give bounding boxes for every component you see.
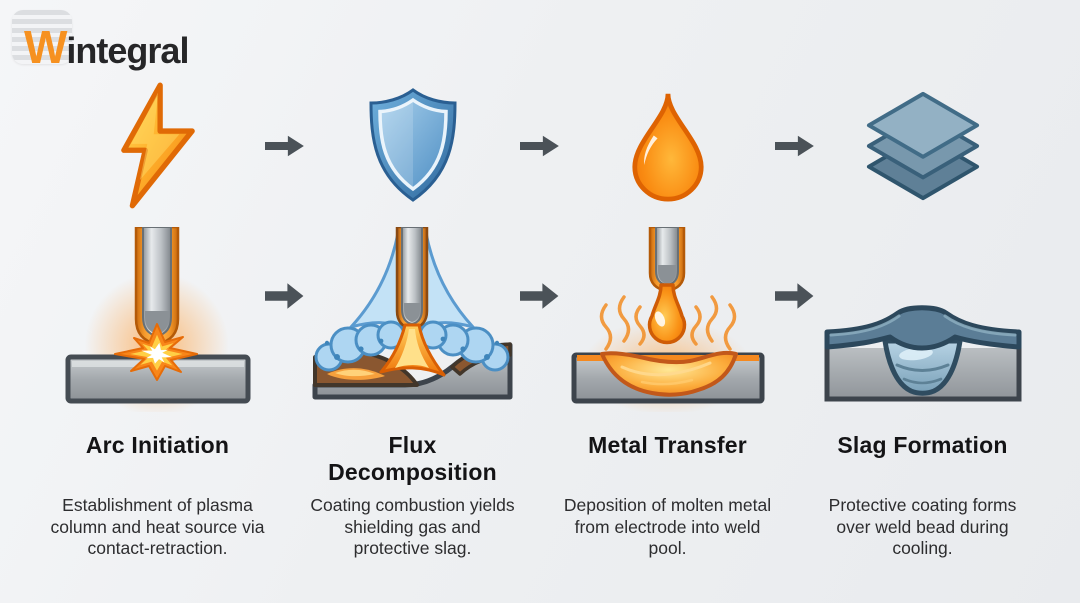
step-description: Coating combustion yields shielding gas … xyxy=(310,495,515,559)
logo-wordmark: integral xyxy=(66,30,189,71)
logo-w: W xyxy=(24,21,67,73)
lightning-icon-svg xyxy=(120,82,195,209)
flow-arrow-icon xyxy=(520,216,560,412)
step-description: Deposition of molten metal from electrod… xyxy=(563,495,772,559)
shield-icon-svg xyxy=(368,88,457,202)
droplet-icon xyxy=(560,76,775,216)
flow-arrow-icon xyxy=(775,216,815,412)
flow-arrow-icon xyxy=(520,76,560,216)
step-title-slag-formation: Slag Formation xyxy=(837,432,1008,458)
arc-initiation-illustration xyxy=(50,216,265,412)
slag-formation-illustration xyxy=(815,216,1030,412)
lightning-icon xyxy=(50,76,265,216)
step-title-metal-transfer: Metal Transfer xyxy=(588,432,747,458)
step-title-arc-initiation: Arc Initiation xyxy=(85,432,230,458)
droplet-icon-svg xyxy=(631,93,704,202)
layers-icon xyxy=(815,76,1030,216)
metal-transfer-illustration xyxy=(560,216,775,412)
step-description: Establishment of plasma column and heat … xyxy=(50,495,265,559)
flow-arrow-icon xyxy=(775,76,815,216)
layers-icon-svg xyxy=(866,91,979,201)
flow-arrow-icon xyxy=(265,216,305,412)
shield-icon xyxy=(305,76,520,216)
process-flow-grid: Arc Initiation Flux Decomposition Metal … xyxy=(50,76,1030,560)
flux-decomposition-illustration xyxy=(305,216,520,412)
logo-grill-badge xyxy=(12,10,72,64)
flow-arrow-icon xyxy=(265,76,305,216)
step-description: Protective coating forms over weld bead … xyxy=(828,495,1017,559)
step-title-flux-decomposition: Flux Decomposition xyxy=(328,432,497,485)
